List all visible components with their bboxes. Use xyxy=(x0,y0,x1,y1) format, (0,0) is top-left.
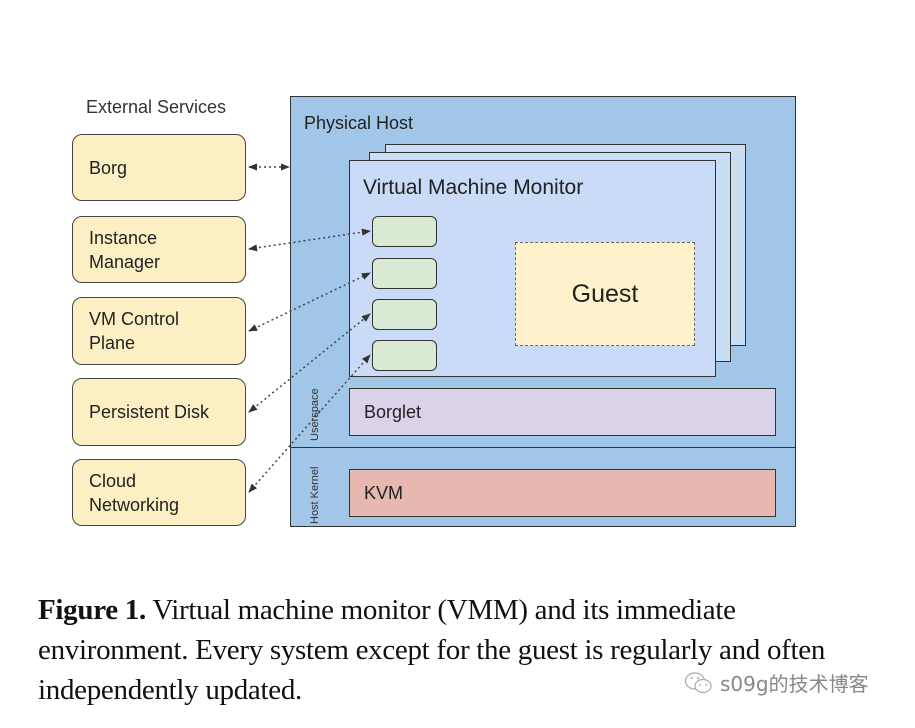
external-service-label: Borg xyxy=(89,157,128,178)
borglet-label: Borglet xyxy=(364,401,422,422)
external-service-label-line2: Plane xyxy=(89,333,136,353)
vmm-component-3 xyxy=(372,299,437,330)
external-services-title: External Services xyxy=(86,97,227,117)
figure-caption: Figure 1. Virtual machine monitor (VMM) … xyxy=(38,590,858,710)
external-service-label: Cloud xyxy=(89,470,137,491)
vmm-component-1 xyxy=(372,216,437,247)
physical-host-title: Physical Host xyxy=(304,113,414,133)
host-kernel-label: Host Kernel xyxy=(309,466,321,524)
external-service-label-line2: Manager xyxy=(89,251,161,272)
guest-label: Guest xyxy=(571,279,639,308)
vmm-component-2 xyxy=(372,258,437,289)
guest-box: Guest xyxy=(515,242,695,346)
external-service-persistent-disk: Persistent Disk xyxy=(72,378,246,446)
external-service-label: Instance xyxy=(89,227,158,248)
external-service-borg: Borg xyxy=(72,134,246,201)
userspace-kernel-divider xyxy=(290,447,796,448)
figure-label: Figure 1. xyxy=(38,594,146,626)
vmm-title: Virtual Machine Monitor xyxy=(363,176,584,199)
caption-text: Virtual machine monitor (VMM) and its im… xyxy=(38,594,826,706)
kvm-box: KVM xyxy=(349,469,776,517)
userspace-label: Userspace xyxy=(309,388,321,441)
wechat-icon xyxy=(684,671,712,693)
external-service-label-line2: Networking xyxy=(89,494,180,515)
vmm-component-4 xyxy=(372,340,437,371)
watermark: s09g的技术博客 xyxy=(684,668,869,697)
external-service-label: VM Control xyxy=(89,309,180,329)
external-service-label: Persistent Disk xyxy=(89,402,210,422)
borglet-box: Borglet xyxy=(349,388,776,436)
watermark-text: s09g的技术博客 xyxy=(720,672,869,696)
kvm-label: KVM xyxy=(364,482,404,503)
